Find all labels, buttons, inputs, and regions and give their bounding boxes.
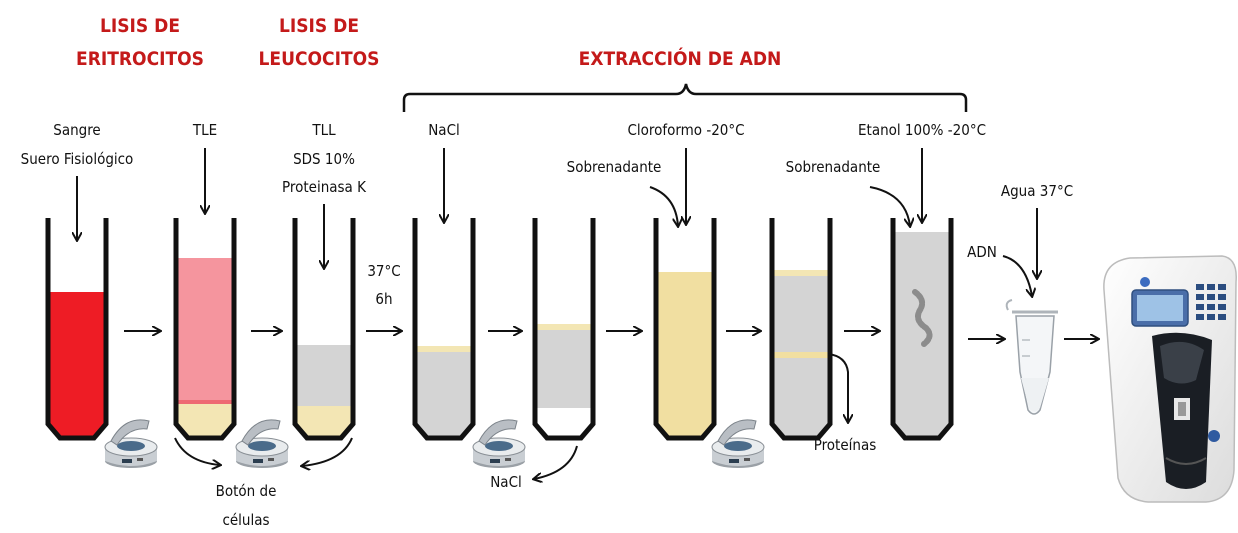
arrow-supernatant-b (869, 186, 910, 226)
incubation-time: 6h (375, 290, 392, 308)
label-cell-pellet-line2: células (222, 511, 269, 529)
extraction-brace (402, 83, 968, 112)
dna-strand-icon (912, 289, 933, 347)
centrifuge-icon (235, 419, 289, 469)
tube-4-nacl (412, 218, 476, 441)
arrow-nacl-pellet (534, 445, 578, 479)
tube-5-supernatant (532, 218, 596, 441)
header-erythrocyte-lysis-line1: LISIS DE (100, 15, 180, 37)
label-proteins: Proteínas (814, 436, 877, 454)
arrow-supernatant-a (649, 186, 678, 226)
arrow-dna (1002, 255, 1032, 296)
label-dna: ADN (967, 243, 997, 261)
arrow-pellet-from-tube-3 (302, 437, 353, 466)
tube-6-chloroform (653, 218, 717, 441)
label-nacl-pellet: NaCl (490, 473, 522, 491)
header-leukocyte-lysis-line1: LISIS DE (279, 15, 359, 37)
tube-2-erythrocyte-lysis (173, 218, 237, 441)
reagent-sds: SDS 10% (293, 150, 355, 168)
header-leukocyte-lysis-line2: LEUCOCITOS (259, 48, 380, 70)
centrifuge-icon (711, 419, 765, 469)
arrow-proteins (827, 353, 848, 422)
reagent-blood: Sangre (53, 121, 100, 139)
label-supernatant-b: Sobrenadante (786, 158, 881, 176)
tube-8-ethanol-dna (890, 218, 954, 441)
incubation-temperature: 37°C (367, 262, 400, 280)
reagent-proteinase-k: Proteinasa K (282, 178, 367, 196)
reagent-saline: Suero Fisiológico (21, 150, 134, 168)
spectrophotometer-icon (1103, 255, 1237, 503)
reagent-chloroform: Cloroformo -20°C (627, 121, 744, 139)
header-dna-extraction: EXTRACCIÓN DE ADN (579, 46, 782, 70)
reagent-water: Agua 37°C (1001, 182, 1073, 200)
reagent-tll: TLL (311, 121, 336, 139)
tube-3-leukocyte-lysis (292, 218, 356, 441)
tube-7-phase-separation (769, 218, 833, 441)
tube-1-blood (45, 218, 109, 441)
microcentrifuge-tube-icon (1005, 299, 1058, 415)
label-supernatant-a: Sobrenadante (567, 158, 662, 176)
arrow-pellet-from-tube-2 (174, 437, 220, 465)
reagent-nacl: NaCl (428, 121, 460, 139)
centrifuge-icon (104, 419, 158, 469)
reagent-ethanol: Etanol 100% -20°C (858, 121, 986, 139)
header-erythrocyte-lysis-line2: ERITROCITOS (76, 48, 204, 70)
centrifuge-icon (472, 419, 526, 469)
reagent-tle: TLE (192, 121, 217, 139)
label-cell-pellet-line1: Botón de (216, 482, 277, 500)
